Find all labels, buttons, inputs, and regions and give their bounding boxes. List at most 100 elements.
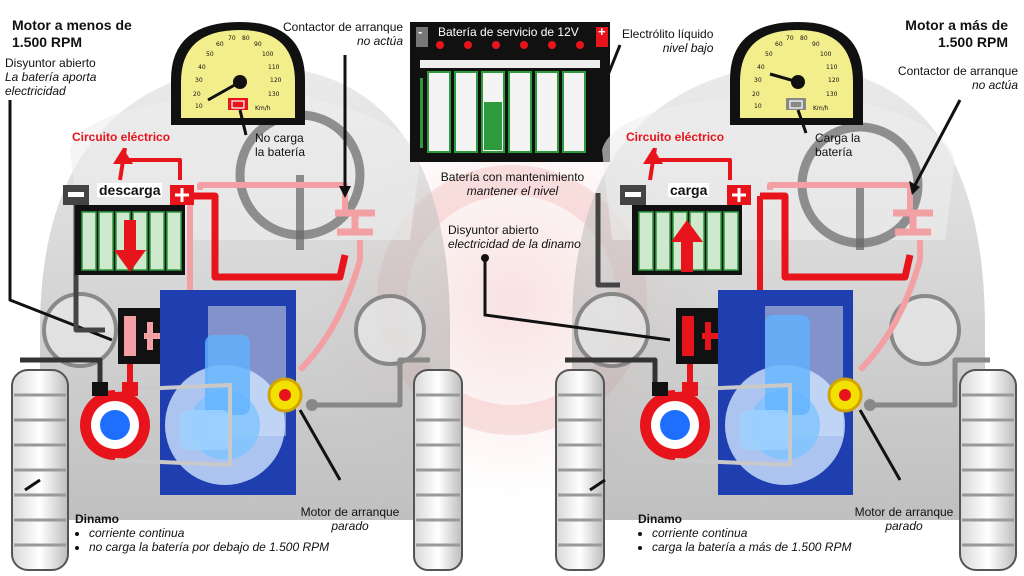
left-starter-title: Motor de arranque bbox=[300, 505, 400, 519]
electrolyte-state: nivel bajo bbox=[662, 41, 714, 55]
left-gauge-unit: Km/h bbox=[255, 105, 271, 112]
maintenance-note: Batería con mantenimiento mantener el ni… bbox=[420, 170, 605, 198]
right-gauge-note1: Carga la bbox=[815, 131, 861, 145]
right-gauge-note: Carga la batería bbox=[815, 131, 860, 159]
left-contactor-pointer-head bbox=[339, 186, 351, 198]
right-gauge-tick: 20 bbox=[752, 91, 760, 98]
right-dynamo-bullet: corriente continua bbox=[652, 526, 851, 540]
center-battery bbox=[410, 22, 610, 162]
left-front-tire bbox=[11, 369, 69, 571]
right-starter-note: Motor de arranque parado bbox=[852, 505, 956, 533]
left-starter-note: Motor de arranque parado bbox=[298, 505, 402, 533]
left-gauge-tick: 120 bbox=[270, 77, 282, 84]
left-gauge-tick: 10 bbox=[195, 103, 203, 110]
right-dynamo bbox=[640, 382, 792, 468]
right-contactor-pointer-head bbox=[909, 181, 920, 195]
right-gauge-tick: 100 bbox=[820, 51, 832, 58]
left-gauge-tick: 130 bbox=[268, 91, 280, 98]
battery-title: Batería de servicio de 12V bbox=[438, 25, 579, 39]
right-contactor bbox=[893, 209, 933, 236]
right-gauge-ticks: 10 20 30 40 50 60 70 80 90 100 110 120 1… bbox=[752, 35, 840, 112]
right-dynamo-bullet: carga la batería a más de 1.500 RPM bbox=[652, 540, 851, 554]
left-breaker-title: Disyuntor abierto bbox=[5, 56, 96, 70]
center-breaker-title: Disyuntor abierto bbox=[448, 223, 539, 237]
center-breaker-desc: electricidad de la dinamo bbox=[448, 237, 581, 251]
right-gauge-tick: 70 bbox=[786, 35, 794, 42]
right-battery-state: carga bbox=[668, 182, 710, 198]
left-rear-tire bbox=[413, 369, 463, 571]
right-dynamo-title: Dinamo bbox=[638, 512, 683, 526]
left-title-line1: Motor a menos de bbox=[12, 17, 132, 33]
left-gauge-note1: No carga bbox=[255, 131, 304, 145]
left-gauge-tick: 40 bbox=[198, 64, 206, 71]
right-pointers bbox=[483, 99, 962, 492]
left-dynamo-list: corriente continua no carga la batería p… bbox=[75, 526, 329, 554]
left-gauge-tick: 60 bbox=[216, 41, 224, 48]
left-gauge-tick: 100 bbox=[262, 51, 274, 58]
right-dynamo-list: corriente continua carga la batería a má… bbox=[638, 526, 851, 554]
left-gauge-tick: 80 bbox=[242, 35, 250, 42]
left-starter-motor bbox=[267, 377, 318, 413]
right-starter-state: parado bbox=[885, 519, 923, 533]
left-starter-state: parado bbox=[331, 519, 369, 533]
right-gauge-tick: 40 bbox=[757, 64, 765, 71]
right-gauge-unit: Km/h bbox=[813, 105, 829, 112]
maintenance-title: Batería con mantenimiento bbox=[440, 170, 585, 184]
right-gauge-tick: 30 bbox=[754, 77, 762, 84]
right-dynamo-note: Dinamo corriente continua carga la bater… bbox=[638, 512, 851, 554]
left-breaker-note: Disyuntor abierto La batería aporta elec… bbox=[5, 56, 96, 98]
arrow-down-icon bbox=[114, 220, 146, 272]
left-gauge-note2: la batería bbox=[255, 145, 306, 159]
left-dynamo-bullet: corriente continua bbox=[89, 526, 329, 540]
left-gauge-tick: 110 bbox=[268, 64, 280, 71]
left-title: Motor a menos de 1.500 RPM bbox=[12, 17, 132, 51]
left-dynamo-title: Dinamo bbox=[75, 512, 120, 526]
right-gauge-tick: 60 bbox=[775, 41, 783, 48]
right-contactor-state: no actúa bbox=[971, 78, 1018, 92]
right-contactor-note: Contactor de arranque no actúa bbox=[878, 64, 1018, 92]
right-engine bbox=[718, 290, 853, 495]
left-breaker-desc2: electricidad bbox=[5, 84, 66, 98]
left-gauge-tick: 90 bbox=[254, 41, 262, 48]
left-contactor-note: Contactor de arranque no actúa bbox=[283, 20, 403, 48]
maintenance-desc: mantener el nivel bbox=[466, 184, 559, 198]
battery-warning-icon bbox=[789, 100, 803, 109]
right-title-line2: 1.500 RPM bbox=[937, 34, 1008, 50]
battery-pos-terminal: + bbox=[598, 24, 606, 39]
left-gauge-tick: 50 bbox=[206, 51, 214, 58]
left-gauge-tick: 30 bbox=[195, 77, 203, 84]
arrow-up-icon bbox=[671, 220, 703, 272]
left-dynamo-bullet: no carga la batería por debajo de 1.500 … bbox=[89, 540, 329, 554]
left-gauge-note: No carga la batería bbox=[255, 131, 305, 159]
left-circuit-arrow bbox=[113, 148, 133, 164]
left-dynamo bbox=[80, 382, 232, 468]
right-circuit-label: Circuito eléctrico bbox=[626, 130, 725, 144]
left-battery-state: descarga bbox=[97, 182, 163, 198]
right-gauge-tick: 10 bbox=[754, 103, 762, 110]
right-title-line1: Motor a más de bbox=[905, 17, 1008, 33]
left-speedometer bbox=[171, 22, 305, 125]
left-circuit-label: Circuito eléctrico bbox=[72, 130, 171, 144]
right-title: Motor a más de 1.500 RPM bbox=[870, 17, 1008, 51]
right-gauge-note2: batería bbox=[815, 145, 853, 159]
center-breaker-note: Disyuntor abierto electricidad de la din… bbox=[448, 223, 581, 251]
right-gauge-tick: 80 bbox=[800, 35, 808, 42]
breaker-pointer-dot bbox=[481, 254, 489, 262]
right-starter-title: Motor de arranque bbox=[854, 505, 954, 519]
battery-neg-terminal: - bbox=[418, 24, 423, 39]
electrolyte-title: Electrólito líquido bbox=[622, 27, 714, 41]
battery-warning-icon bbox=[231, 100, 245, 109]
left-gauge-tick: 20 bbox=[193, 91, 201, 98]
right-gauge-tick: 120 bbox=[828, 77, 840, 84]
left-title-line2: 1.500 RPM bbox=[12, 34, 83, 50]
electrolyte-note: Electrólito líquido nivel bajo bbox=[622, 27, 713, 55]
left-dynamo-note: Dinamo corriente continua no carga la ba… bbox=[75, 512, 329, 554]
right-rear-tire bbox=[959, 369, 1017, 571]
left-contactor-title: Contactor de arranque bbox=[283, 20, 404, 34]
right-speedometer bbox=[730, 22, 863, 125]
left-contactor bbox=[335, 209, 375, 236]
right-gauge-tick: 110 bbox=[826, 64, 838, 71]
left-gauge-ticks: 10 20 30 40 50 60 70 80 90 100 110 120 1… bbox=[193, 35, 282, 112]
right-wiring bbox=[565, 147, 990, 408]
